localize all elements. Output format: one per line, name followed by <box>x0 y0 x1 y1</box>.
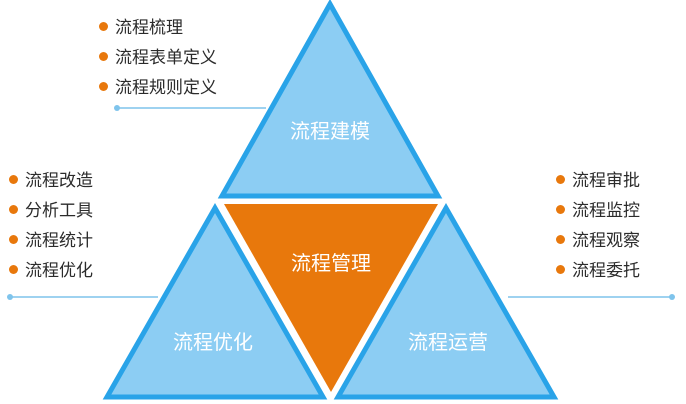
list-item: 流程审批 <box>556 166 640 196</box>
list-item: 流程观察 <box>556 226 640 256</box>
bullet-dot-icon <box>99 22 108 31</box>
list-item-label: 流程委托 <box>572 261 640 281</box>
operation-feature-list: 流程审批 流程监控 流程观察 流程委托 <box>556 166 640 286</box>
list-item-label: 流程审批 <box>572 171 640 191</box>
list-item-label: 流程梳理 <box>115 18 183 38</box>
list-item: 流程梳理 <box>99 13 217 43</box>
list-item: 流程规则定义 <box>99 73 217 103</box>
list-item: 流程优化 <box>9 256 93 286</box>
list-item: 流程统计 <box>9 226 93 256</box>
bullet-dot-icon <box>99 52 108 61</box>
list-item-label: 流程规则定义 <box>115 78 217 98</box>
modeling-feature-list: 流程梳理 流程表单定义 流程规则定义 <box>99 13 217 103</box>
bullet-dot-icon <box>556 175 565 184</box>
list-item-label: 流程表单定义 <box>115 48 217 68</box>
triangle-operation-label: 流程运营 <box>408 330 488 354</box>
connector-top <box>114 105 266 111</box>
bullet-dot-icon <box>556 205 565 214</box>
bullet-dot-icon <box>9 205 18 214</box>
triangle-modeling <box>217 0 443 199</box>
bullet-dot-icon <box>9 265 18 274</box>
list-item: 流程委托 <box>556 256 640 286</box>
list-item-label: 流程改造 <box>25 171 93 191</box>
list-item: 流程改造 <box>9 166 93 196</box>
list-item-label: 流程优化 <box>25 261 93 281</box>
list-item: 流程表单定义 <box>99 43 217 73</box>
bullet-dot-icon <box>99 82 108 91</box>
triangle-operation <box>333 202 559 400</box>
list-item-label: 流程监控 <box>572 201 640 221</box>
connector-left <box>7 294 158 300</box>
connector-right <box>508 294 675 300</box>
optimization-feature-list: 流程改造 分析工具 流程统计 流程优化 <box>9 166 93 286</box>
list-item: 分析工具 <box>9 196 93 226</box>
list-item-label: 流程观察 <box>572 231 640 251</box>
triangle-optimization <box>102 202 328 400</box>
list-item-label: 流程统计 <box>25 231 93 251</box>
triangle-optimization-label: 流程优化 <box>173 330 253 354</box>
triangle-management-label: 流程管理 <box>291 251 371 275</box>
list-item: 流程监控 <box>556 196 640 226</box>
triangle-modeling-label: 流程建模 <box>290 119 370 143</box>
triangle-management <box>224 204 438 392</box>
bullet-dot-icon <box>556 265 565 274</box>
bullet-dot-icon <box>9 175 18 184</box>
bullet-dot-icon <box>9 235 18 244</box>
list-item-label: 分析工具 <box>25 201 93 221</box>
bullet-dot-icon <box>556 235 565 244</box>
